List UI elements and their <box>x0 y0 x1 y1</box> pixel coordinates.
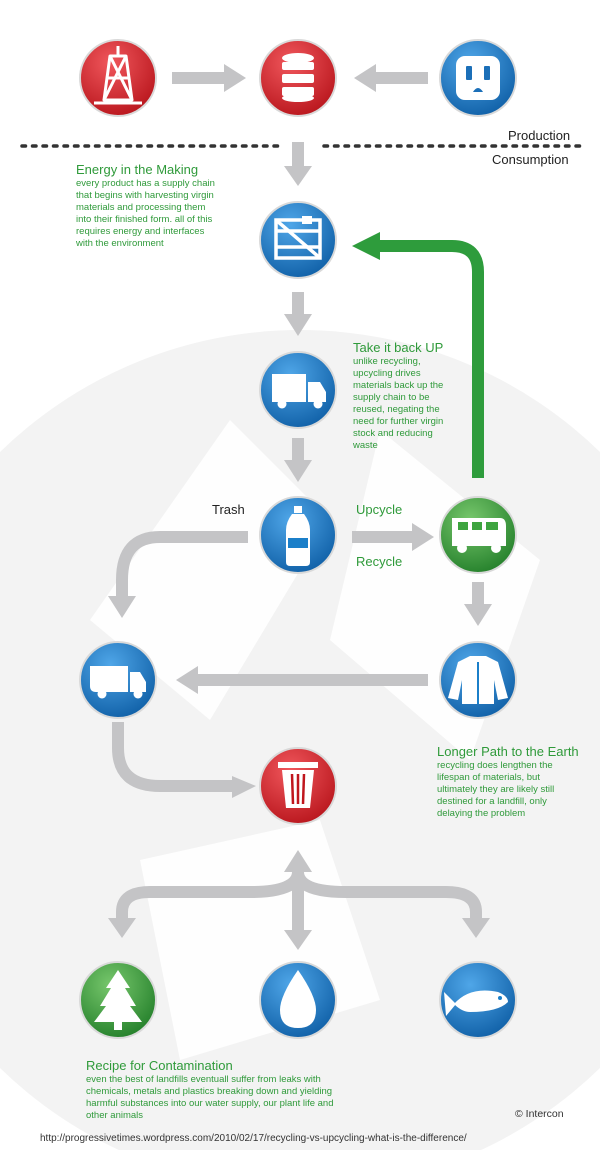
upcycle-arrow <box>352 232 484 478</box>
take-back-note-line: waste <box>353 440 378 451</box>
copyright-credit: © Intercon <box>515 1108 564 1120</box>
upcycle-label: Upcycle <box>356 502 403 517</box>
arrow-crate-to-truck <box>284 292 312 336</box>
take-back-note-line: unlike recycling, <box>353 356 421 367</box>
contamination-note-line: other animals <box>86 1110 144 1121</box>
longer-path-note-line: delaying the problem <box>437 808 526 819</box>
recycle-label: Recycle <box>356 554 403 569</box>
arrow-trash-path <box>108 531 248 618</box>
contamination-note-line: even the best of landfills eventuall suf… <box>86 1074 321 1085</box>
take-back-note-line: materials back up the <box>353 380 444 391</box>
energy-note-line: requires energy and interfaces <box>76 226 205 237</box>
power-outlet-icon <box>439 39 517 117</box>
take-back-note-line: upcycling drives <box>353 368 421 379</box>
consumption-label: Consumption <box>492 152 569 167</box>
arrow-garbage-truck-to-trash-can <box>112 722 256 798</box>
water-drop-icon <box>259 961 337 1039</box>
take-back-note: Take it back UP unlike recycling, upcycl… <box>353 340 473 452</box>
longer-path-note-line: lifespan of materials, but <box>437 772 540 783</box>
delivery-truck-icon <box>259 351 337 429</box>
barrel-icon <box>259 39 337 117</box>
longer-path-note: Longer Path to the Earth recycling does … <box>437 744 597 820</box>
bottle-icon <box>259 496 337 574</box>
arrow-van-to-jacket <box>464 582 492 626</box>
arrow-to-crate <box>284 142 312 186</box>
longer-path-note-line: destined for a landfill, only <box>437 796 547 807</box>
oil-derrick-icon <box>79 39 157 117</box>
arrow-derrick-to-barrel <box>172 64 246 92</box>
energy-note-line: every product has a supply chain <box>76 178 215 189</box>
arrow-jacket-to-garbage-truck <box>176 666 428 694</box>
energy-note-line: with the environment <box>76 238 164 249</box>
arrow-trash-can-to-environment <box>108 850 490 950</box>
energy-note-line: into their finished form. all of this <box>76 214 213 225</box>
trash-can-icon <box>259 747 337 825</box>
arrow-truck-to-bottle <box>284 438 312 482</box>
crate-icon <box>259 201 337 279</box>
longer-path-note-title: Longer Path to the Earth <box>437 744 579 759</box>
take-back-note-line: supply chain to be <box>353 392 430 403</box>
production-label: Production <box>508 128 571 143</box>
van-icon <box>439 496 517 574</box>
arrow-bottle-to-van <box>352 523 434 551</box>
contamination-note-line: chemicals, metals and plastics breaking … <box>86 1086 333 1097</box>
energy-note-line: that begins with harvesting virgin <box>76 190 214 201</box>
arrow-outlet-to-barrel <box>354 64 428 92</box>
take-back-note-line: need for further virgin <box>353 416 444 427</box>
energy-note-line: materials and processing them <box>76 202 206 213</box>
take-back-note-title: Take it back UP <box>353 340 444 355</box>
contamination-note-line: harmful substances into our water supply… <box>86 1098 334 1109</box>
jacket-icon <box>439 641 517 719</box>
longer-path-note-line: recycling does lengthen the <box>437 760 553 771</box>
contamination-note: Recipe for Contamination even the best o… <box>86 1058 386 1122</box>
longer-path-note-line: ultimately they are likely still <box>437 784 555 795</box>
garbage-truck-icon <box>79 641 157 719</box>
take-back-note-line: reused, negating the <box>353 404 440 415</box>
trash-label: Trash <box>212 502 245 517</box>
take-back-note-line: stock and reducing <box>353 428 433 439</box>
energy-note-title: Energy in the Making <box>76 162 199 177</box>
contamination-note-title: Recipe for Contamination <box>86 1058 233 1073</box>
fish-icon <box>439 961 517 1039</box>
source-url: http://progressivetimes.wordpress.com/20… <box>40 1133 467 1144</box>
energy-note: Energy in the Making every product has a… <box>76 162 306 250</box>
tree-icon <box>79 961 157 1039</box>
